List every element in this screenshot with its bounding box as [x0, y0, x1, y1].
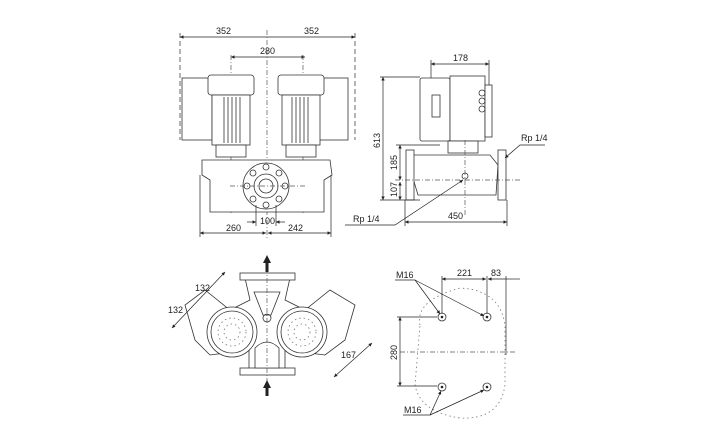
right-motor: [281, 94, 321, 146]
dim-overall-left: 352: [216, 26, 231, 36]
dim-length: 450: [448, 211, 463, 221]
dim-bolt-spacing-y: 280: [389, 345, 399, 360]
dim-total-height: 613: [372, 133, 382, 148]
bolt-label-top: M16: [396, 270, 414, 280]
front-view: 352 352 280 100 260 242: [179, 26, 356, 240]
flow-arrow-out-icon: [263, 255, 271, 272]
left-fan-housing: [181, 77, 213, 141]
footprint-view: 221 83 280 M16 M16: [389, 268, 520, 419]
dim-flange: 100: [260, 216, 275, 226]
pump-body-side: [411, 154, 499, 196]
inlet-flange: [405, 149, 415, 201]
dim-right-base: 242: [288, 223, 303, 233]
dim-b: 132: [168, 305, 183, 315]
dim-upper-height: 185: [389, 155, 399, 170]
outlet-flange-top: [239, 272, 296, 281]
dim-motor-width: 178: [453, 53, 468, 63]
left-motor-top: [206, 306, 258, 358]
side-view: 178 613 185 107 450 Rp 1/4 Rp 1/4: [345, 53, 548, 226]
dim-overall-right: 352: [304, 26, 319, 36]
outlet-flange: [497, 149, 507, 201]
flow-arrow-in-icon: [263, 380, 271, 396]
top-view: 132 132 167: [168, 255, 373, 396]
bolt-holes: [437, 312, 492, 392]
dim-lower-height: 107: [389, 182, 399, 197]
inlet-flange-top: [239, 367, 296, 376]
dim-a: 132: [195, 283, 210, 293]
dim-left-base: 260: [226, 223, 241, 233]
dim-offset: 83: [491, 268, 501, 278]
dim-bolt-spacing-x: 221: [457, 268, 472, 278]
port-label-top: Rp 1/4: [521, 133, 548, 143]
motor-side: [419, 77, 451, 142]
port-label-bottom: Rp 1/4: [353, 214, 380, 224]
bolt-label-bottom: M16: [404, 405, 422, 415]
left-motor: [211, 94, 251, 146]
dim-c: 167: [341, 350, 356, 360]
right-motor-top: [276, 306, 328, 358]
dim-motor-spacing: 280: [260, 46, 275, 56]
